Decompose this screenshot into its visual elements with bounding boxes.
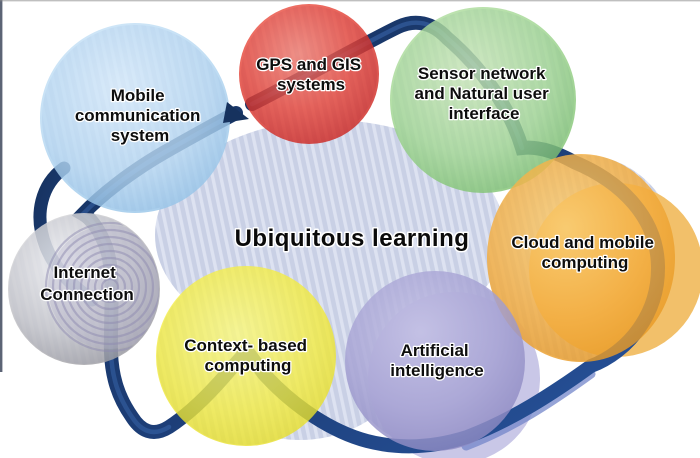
diagram-title: Ubiquitous learning	[235, 225, 470, 252]
ribbon-arrowhead	[223, 102, 249, 123]
node-label-context-based: Context- based computing	[184, 336, 312, 375]
node-label-cloud-mobile: Cloud and mobile computing	[511, 233, 658, 272]
venn-circle-mobile-communication	[40, 23, 230, 213]
node-label-mobile-communication: Mobile communication system	[75, 86, 205, 145]
venn-circle-gps-gis	[239, 4, 379, 144]
venn-circle-artificial-intelligence	[345, 271, 525, 451]
node-label-artificial-intelligence: Artificial intelligence	[390, 341, 484, 380]
venn-circle-cloud-mobile	[487, 154, 675, 362]
venn-circle-context-based	[156, 266, 336, 446]
internet-ripple-rings	[44, 221, 159, 353]
node-label-gps-gis: GPS and GIS systems	[256, 55, 366, 94]
top-border-line	[0, 0, 700, 2]
node-label-sensor-network: Sensor network and Natural user interfac…	[415, 64, 554, 123]
node-label-internet-connection: Internet Connection	[40, 263, 134, 304]
venn-circle-sensor-network	[390, 7, 576, 193]
left-border-line	[0, 0, 3, 372]
venn-circle-internet-connection	[8, 213, 160, 365]
